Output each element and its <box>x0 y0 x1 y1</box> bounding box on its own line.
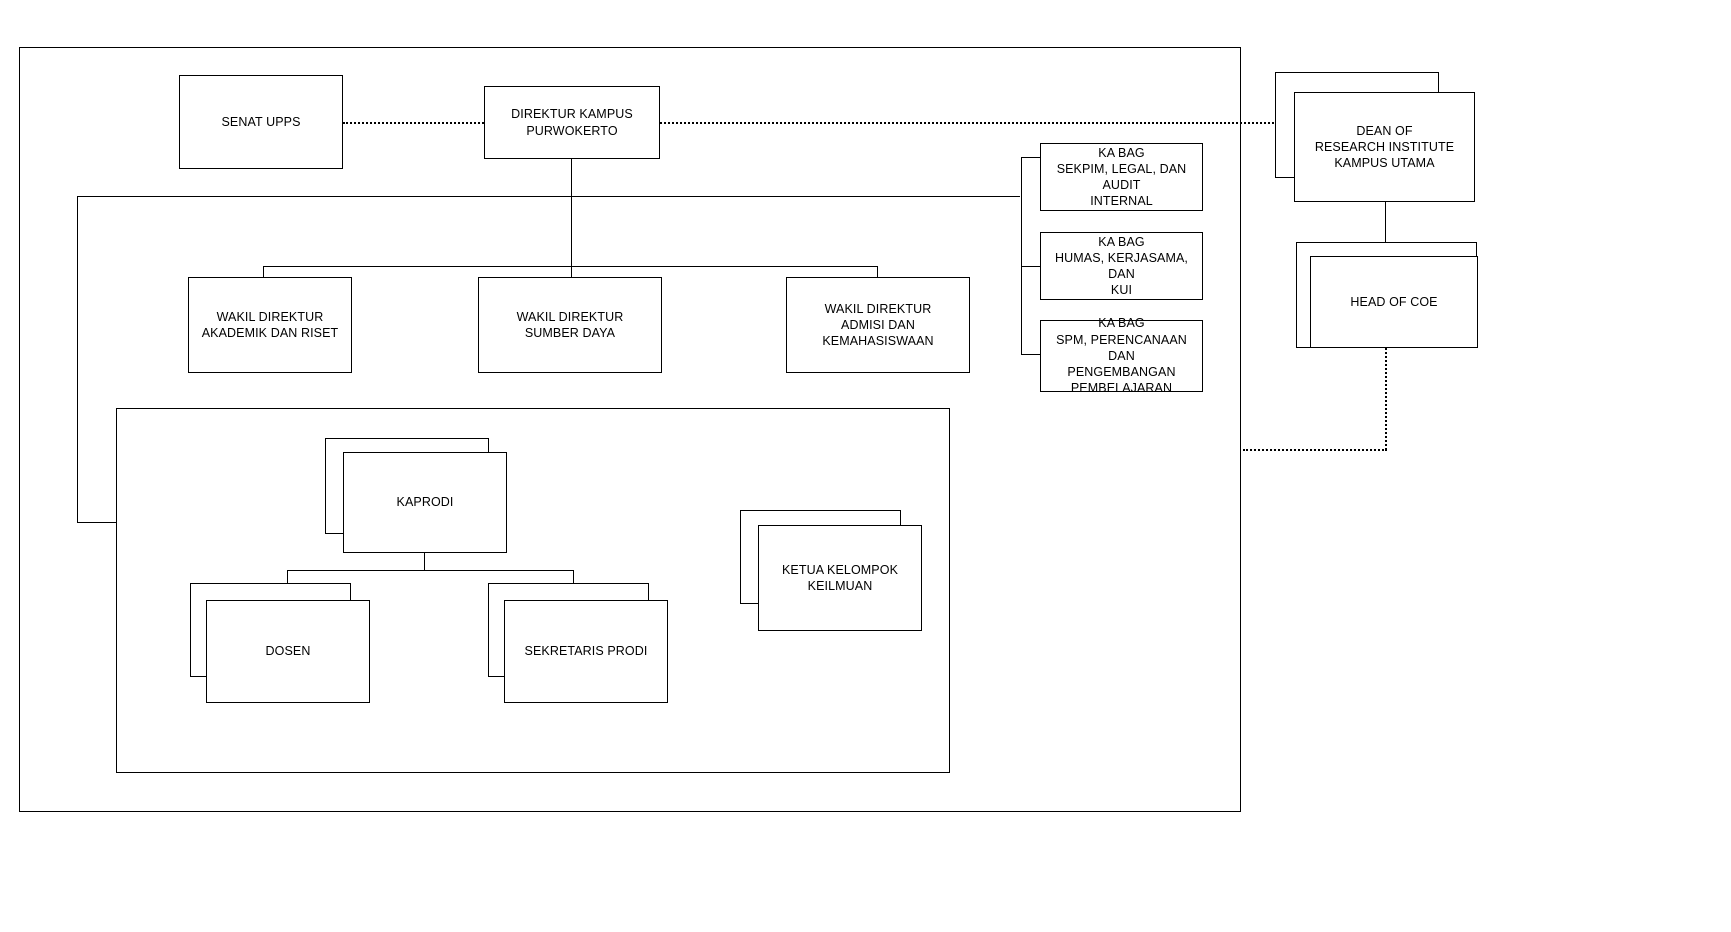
node-kabag-spm-perencanaan-pengembangan-pembelajaran[interactable]: KA BAG SPM, PERENCANAAN DAN PENGEMBANGAN… <box>1040 316 1203 395</box>
connector-direktur-spine <box>571 159 572 277</box>
node-kabag-sekpim-legal-audit-internal[interactable]: KA BAG SEKPIM, LEGAL, DAN AUDIT INTERNAL <box>1040 143 1203 211</box>
node-kabag-humas-kerjasama-kui[interactable]: KA BAG HUMAS, KERJASAMA, DAN KUI <box>1040 232 1203 300</box>
connector-wakil-admisi-drop <box>877 266 878 278</box>
node-sekretaris-prodi[interactable]: SEKRETARIS PRODI <box>504 600 668 703</box>
node-head-of-coe[interactable]: HEAD OF COE <box>1310 256 1478 348</box>
connector-kabag-humas <box>1021 266 1041 267</box>
connector-direktur-left-drop <box>77 196 78 523</box>
dotted-line-head-coe-elbow-left <box>1243 449 1387 451</box>
connector-dosen-drop <box>287 570 288 583</box>
prodi-scope-frame <box>116 408 950 773</box>
node-senat-upps[interactable]: SENAT UPPS <box>179 75 343 169</box>
node-wakil-direktur-akademik-dan-riset[interactable]: WAKIL DIREKTUR AKADEMIK DAN RISET <box>188 277 352 373</box>
node-kaprodi[interactable]: KAPRODI <box>343 452 507 553</box>
connector-kaprodi-spine <box>424 553 425 570</box>
dotted-line-direktur-to-dean <box>660 122 1294 124</box>
connector-into-prodi-frame <box>77 522 116 523</box>
connector-sekretaris-prodi-drop <box>573 570 574 583</box>
connector-wakil-sumberdaya-drop <box>571 266 572 278</box>
node-dosen[interactable]: DOSEN <box>206 600 370 703</box>
campus-scope-frame <box>19 47 1241 812</box>
dotted-line-head-coe-down <box>1385 348 1387 450</box>
connector-wakil-akademik-drop <box>263 266 264 278</box>
node-dean-of-research-institute-kampus-utama[interactable]: DEAN OF RESEARCH INSTITUTE KAMPUS UTAMA <box>1294 92 1475 202</box>
connector-kaprodi-children-bus <box>287 570 573 571</box>
connector-direktur-left-run <box>77 196 1020 197</box>
node-wakil-direktur-sumber-daya[interactable]: WAKIL DIREKTUR SUMBER DAYA <box>478 277 662 373</box>
connector-dean-to-head-coe <box>1385 202 1386 242</box>
dotted-line-senat-to-direktur <box>343 122 484 124</box>
connector-kabag-sekpim <box>1021 157 1041 158</box>
connector-wakil-bus <box>263 266 878 267</box>
connector-kabag-spm <box>1021 354 1041 355</box>
node-wakil-direktur-admisi-dan-kemahasiswaan[interactable]: WAKIL DIREKTUR ADMISI DAN KEMAHASISWAAN <box>786 277 970 373</box>
connector-kabag-trunk <box>1021 157 1022 354</box>
node-direktur-kampus-purwokerto[interactable]: DIREKTUR KAMPUS PURWOKERTO <box>484 86 660 159</box>
node-ketua-kelompok-keilmuan[interactable]: KETUA KELOMPOK KEILMUAN <box>758 525 922 631</box>
